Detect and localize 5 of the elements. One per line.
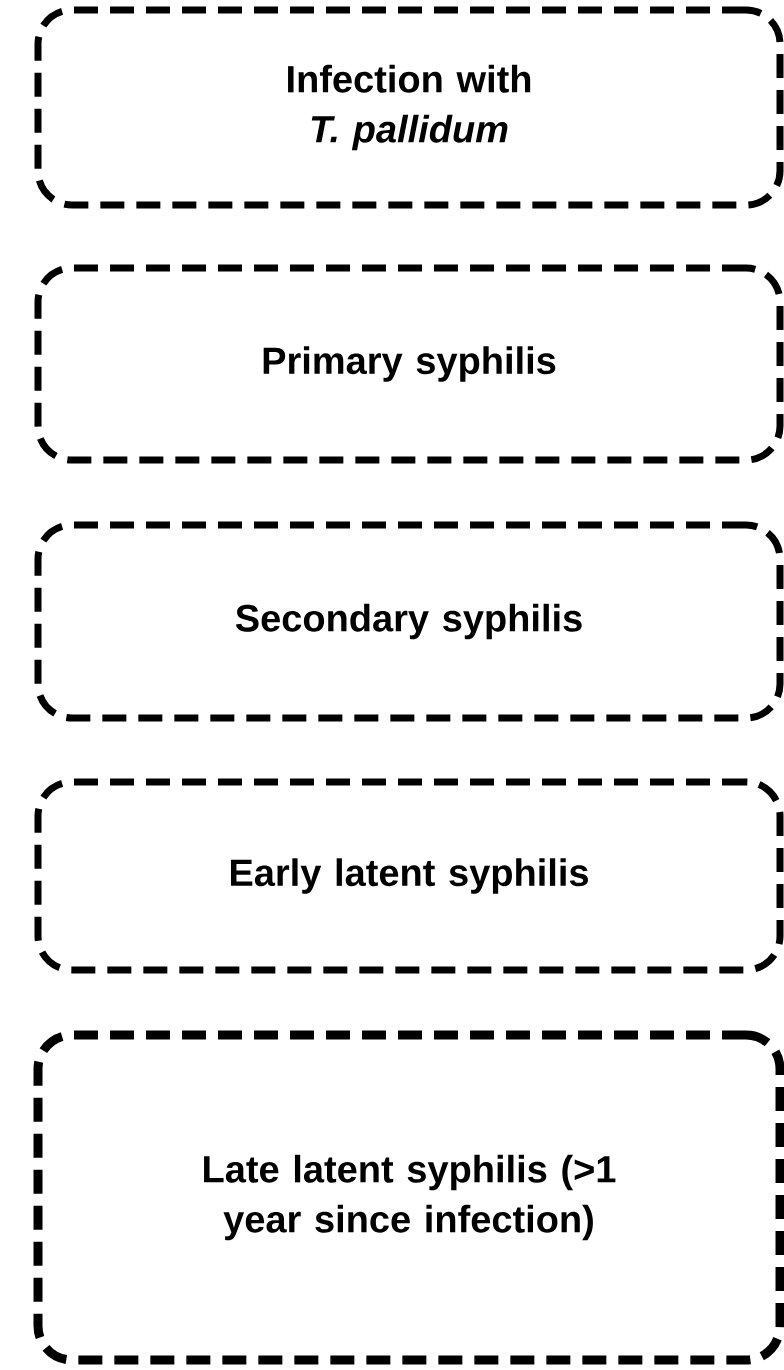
stage-box: Secondary syphilis bbox=[34, 521, 784, 722]
stage-box: Infection with T. pallidum bbox=[34, 6, 784, 209]
stage-box: Primary syphilis bbox=[34, 264, 784, 464]
stage-box: Early latent syphilis bbox=[34, 778, 784, 974]
stage-box: Late latent syphilis (>1 year since infection) bbox=[33, 1030, 784, 1365]
